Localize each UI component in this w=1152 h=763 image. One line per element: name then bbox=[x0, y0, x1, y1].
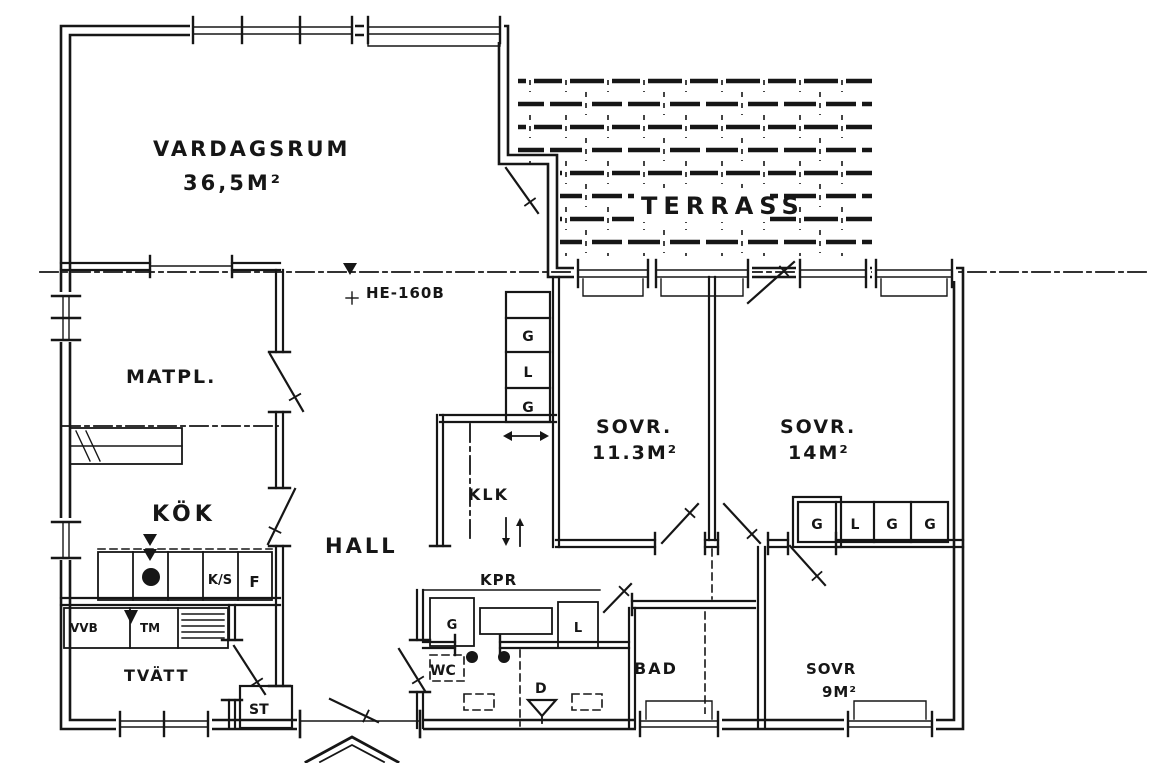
laundry-unit-label: TM bbox=[140, 621, 160, 635]
door-swing-dot bbox=[466, 651, 478, 663]
wardrobe-letter: G bbox=[811, 517, 823, 533]
door-swing-dot bbox=[498, 651, 510, 663]
arrow-down-icon bbox=[143, 549, 157, 561]
kitchen-unit-label: K/S bbox=[208, 573, 232, 588]
room-label-kok: KÖK bbox=[152, 501, 216, 527]
kitchen-unit-label: F bbox=[249, 573, 260, 591]
kitchen-counter bbox=[97, 534, 273, 601]
st-closet-box bbox=[238, 684, 294, 730]
kpr-cabinet-l bbox=[557, 601, 599, 649]
matpl-counter bbox=[69, 427, 183, 465]
beam-label: HE-160B bbox=[366, 284, 445, 302]
room-label-wc: WC bbox=[430, 663, 456, 679]
room-label-hall: HALL bbox=[325, 534, 398, 558]
fixtures bbox=[63, 263, 950, 730]
door-swings bbox=[232, 166, 827, 724]
room-label-matpl: MATPL. bbox=[126, 366, 216, 388]
windows bbox=[50, 15, 956, 763]
room-label-sovr3: SOVR bbox=[806, 660, 856, 678]
kpr-cabinet-letter: G bbox=[447, 618, 458, 633]
vent-window-diagonal bbox=[746, 260, 796, 305]
klk-arrows bbox=[502, 517, 524, 547]
laundry-row bbox=[63, 607, 229, 649]
wardrobe-letter: G bbox=[522, 400, 534, 416]
kpr-cabinet-letter: L bbox=[574, 621, 582, 636]
sovr2-wardrobe-row bbox=[791, 495, 950, 549]
room-area-sovr2: 14M² bbox=[788, 442, 850, 464]
room-label-sovr1: SOVR. bbox=[596, 416, 672, 438]
room-area-vardagsrum: 36,5M² bbox=[183, 171, 283, 195]
interior-walls bbox=[59, 254, 965, 730]
wet-room-fixtures bbox=[429, 654, 603, 724]
kpr-nook bbox=[422, 589, 601, 663]
hall-wardrobe-column bbox=[503, 290, 552, 441]
shower-drain-symbol bbox=[525, 698, 559, 718]
wardrobe-letter: G bbox=[886, 517, 898, 533]
room-label-tvatt: TVÄTT bbox=[124, 666, 190, 685]
room-label-klk: KLK bbox=[468, 485, 509, 504]
room-label-dusch: D bbox=[535, 681, 547, 697]
beam-marker bbox=[343, 263, 359, 305]
room-label-terrass: TERRASS bbox=[641, 192, 805, 220]
wardrobe-letter: G bbox=[924, 517, 936, 533]
labels: VARDAGSRUM 36,5M² TERRASS HE-160B MATPL.… bbox=[70, 137, 936, 718]
wardrobe-letter: G bbox=[522, 329, 534, 345]
laundry-unit-label: VVB bbox=[70, 621, 98, 635]
room-area-sovr3: 9M² bbox=[822, 683, 857, 701]
room-label-kpr: KPR bbox=[480, 571, 517, 589]
room-label-vardagsrum: VARDAGSRUM bbox=[153, 137, 350, 161]
terrace-paving-hatch bbox=[518, 74, 872, 256]
room-label-bad: BAD bbox=[634, 659, 678, 678]
kpr-cabinet-g bbox=[429, 597, 475, 647]
kpr-bench bbox=[479, 607, 553, 635]
room-label-sovr2: SOVR. bbox=[780, 416, 856, 438]
room-label-st: ST bbox=[249, 702, 269, 718]
porch-step bbox=[304, 735, 400, 763]
sink-symbol bbox=[142, 568, 160, 586]
room-area-sovr1: 11.3M² bbox=[592, 442, 678, 464]
wardrobe-letter: L bbox=[524, 365, 533, 381]
arrow-down-icon bbox=[143, 534, 157, 546]
arrow-down-icon bbox=[124, 610, 138, 624]
wardrobe-letter: L bbox=[851, 517, 860, 533]
entry-opening bbox=[297, 709, 423, 763]
